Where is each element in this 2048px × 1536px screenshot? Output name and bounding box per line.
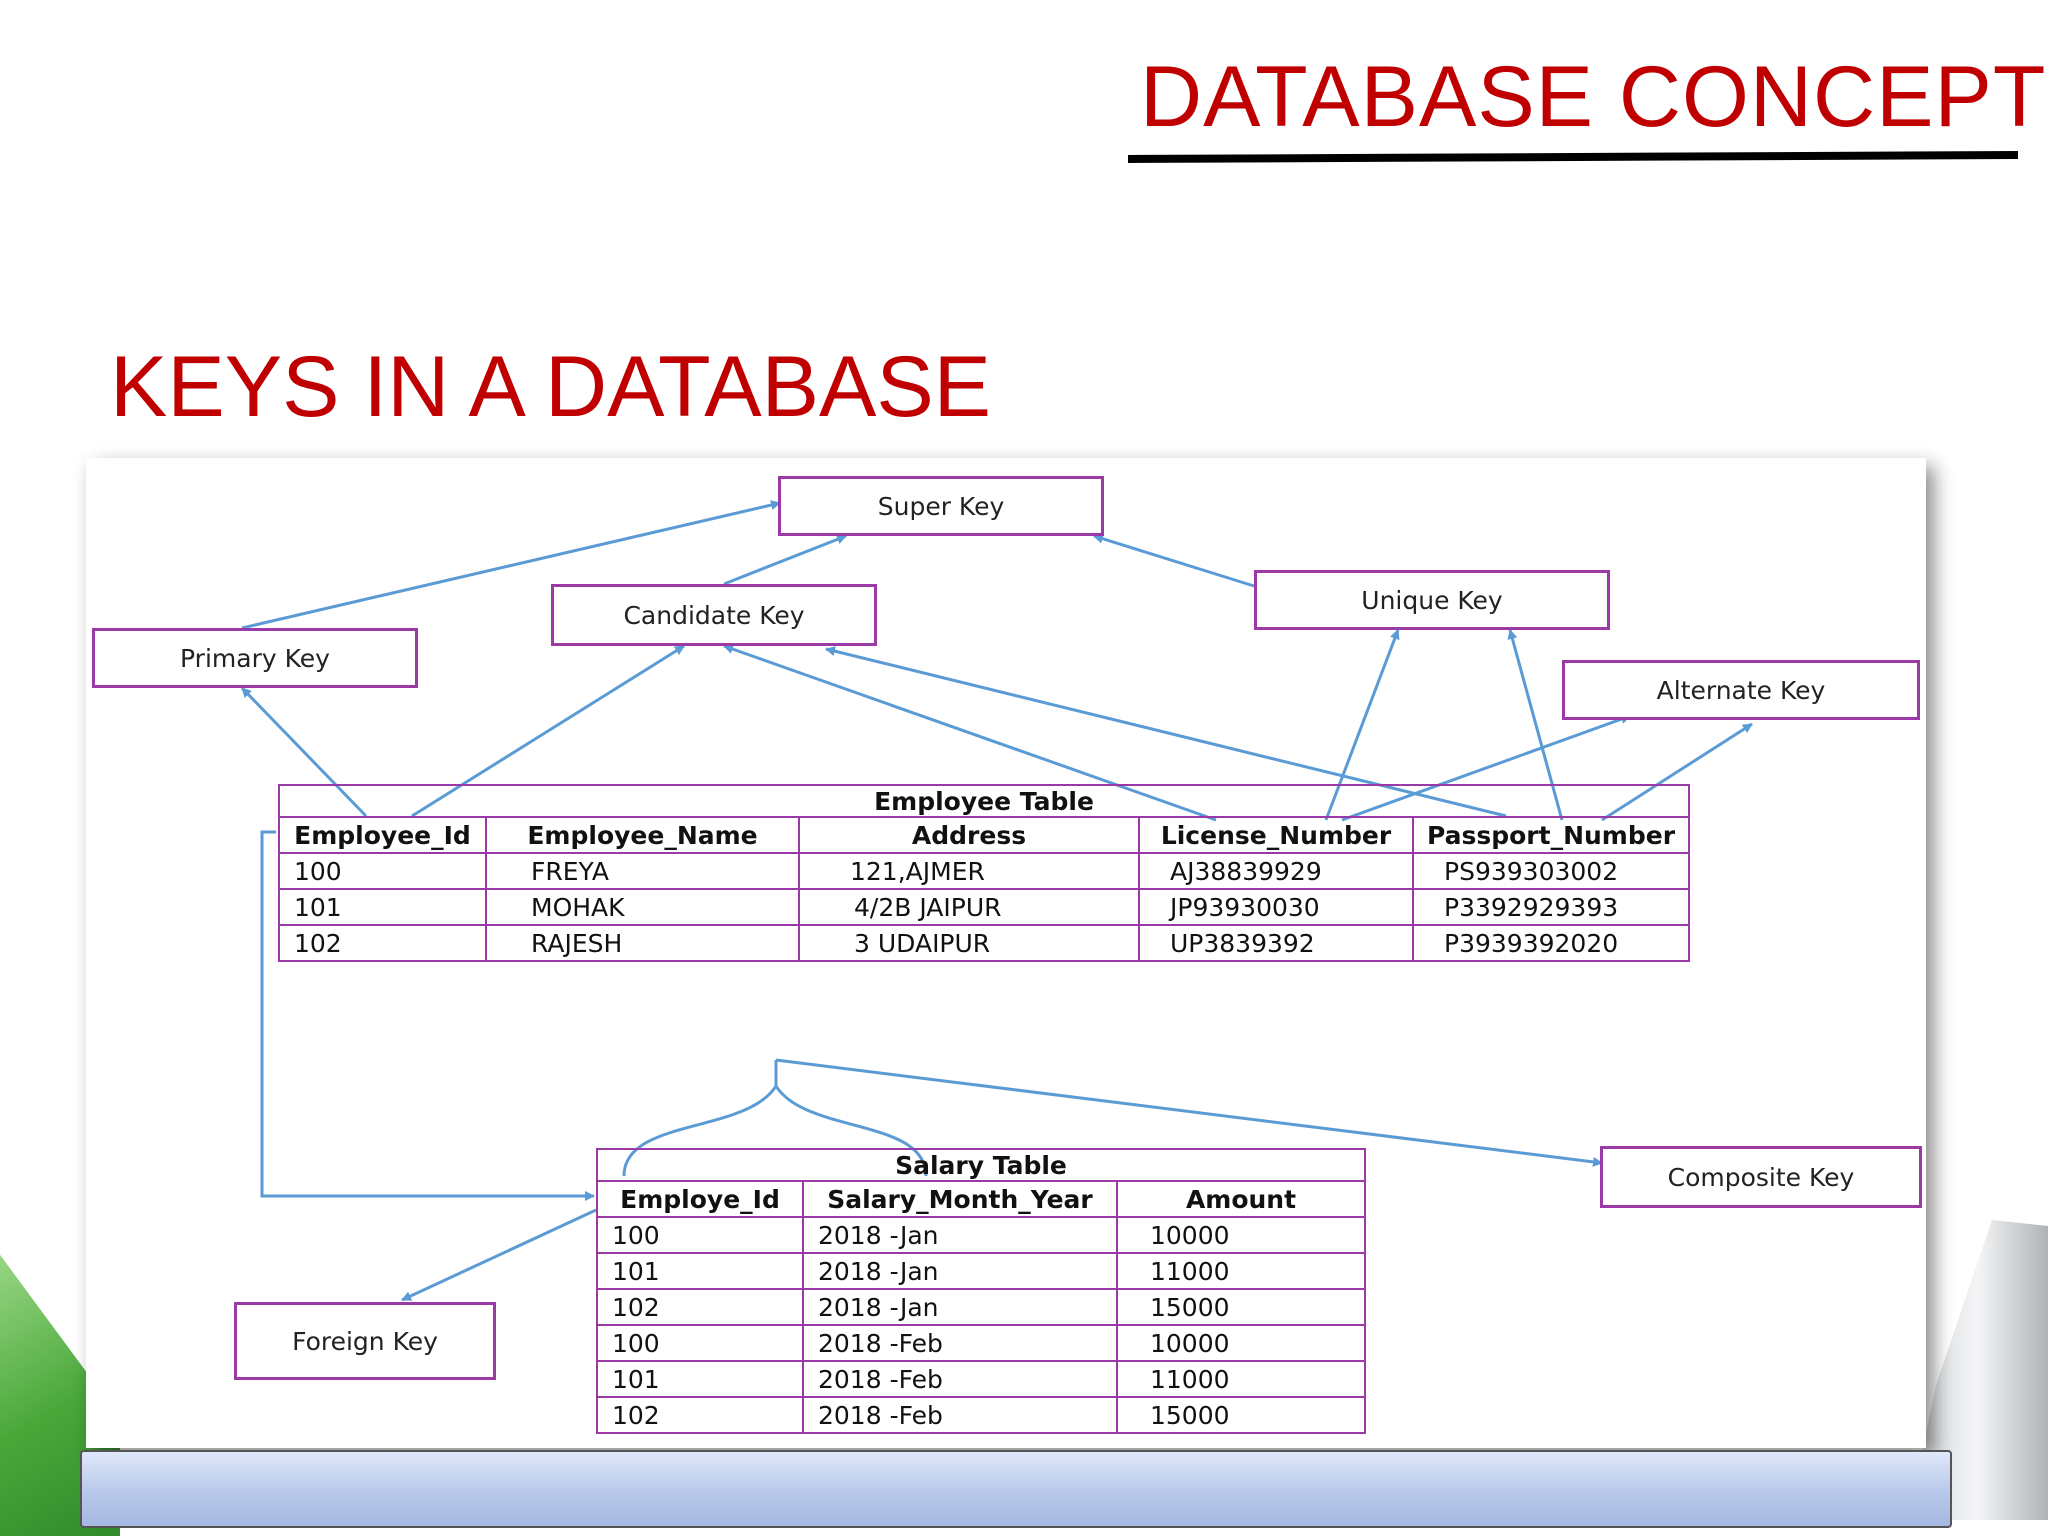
table-cell: AJ38839929 bbox=[1138, 852, 1414, 890]
table-cell: 102 bbox=[278, 924, 487, 962]
arrow-brace-to-composite bbox=[775, 1058, 1603, 1167]
table-cell: 11000 bbox=[1116, 1252, 1366, 1290]
table-cell: JP93930030 bbox=[1138, 888, 1414, 926]
table-row: 100 FREYA 121,AJMER AJ38839929 PS9393030… bbox=[278, 852, 1691, 890]
employee-table-header-row: Employee_Id Employee_Name Address Licens… bbox=[278, 816, 1691, 854]
header-underline bbox=[1128, 151, 2018, 163]
table-cell: FREYA bbox=[485, 852, 800, 890]
unique-key-box: Unique Key bbox=[1254, 570, 1610, 630]
table-cell: 101 bbox=[596, 1360, 804, 1398]
table-cell: RAJESH bbox=[485, 924, 800, 962]
arrow-salary-to-foreign bbox=[401, 1208, 597, 1302]
primary-key-box: Primary Key bbox=[92, 628, 418, 688]
table-cell: 100 bbox=[596, 1216, 804, 1254]
table-cell: 3 UDAIPUR bbox=[798, 924, 1140, 962]
table-cell: 10000 bbox=[1116, 1324, 1366, 1362]
composite-key-box: Composite Key bbox=[1600, 1146, 1922, 1208]
slide-title: KEYS IN A DATABASE bbox=[110, 339, 992, 435]
table-cell: 2018 -Feb bbox=[802, 1324, 1118, 1362]
super-key-box: Super Key bbox=[778, 476, 1104, 536]
header-address: Address bbox=[798, 816, 1140, 854]
header-title: DATABASE CONCEPTS bbox=[1140, 49, 2048, 145]
table-cell: 101 bbox=[596, 1252, 804, 1290]
table-cell: 11000 bbox=[1116, 1360, 1366, 1398]
header-employee-id: Employee_Id bbox=[278, 816, 487, 854]
table-row: 102 RAJESH 3 UDAIPUR UP3839392 P39393920… bbox=[278, 924, 1691, 962]
table-cell: 101 bbox=[278, 888, 487, 926]
table-cell: PS939303002 bbox=[1411, 852, 1691, 890]
salary-table: Salary Table Employe_Id Salary_Month_Yea… bbox=[596, 1148, 1366, 1434]
header-employe-id: Employe_Id bbox=[596, 1180, 804, 1218]
arrow-candidate-to-super bbox=[723, 534, 847, 586]
table-row: 101 MOHAK 4/2B JAIPUR JP93930030 P339292… bbox=[278, 888, 1691, 926]
salary-table-caption: Salary Table bbox=[596, 1148, 1366, 1182]
header-license-number: License_Number bbox=[1138, 816, 1414, 854]
arrow-empid-to-salary bbox=[260, 830, 595, 1201]
table-cell: 121,AJMER bbox=[798, 852, 1140, 890]
employee-table: Employee Table Employee_Id Employee_Name… bbox=[277, 784, 1691, 962]
bottom-scroll-banner bbox=[80, 1450, 1952, 1528]
alternate-key-box: Alternate Key bbox=[1562, 660, 1920, 720]
candidate-key-box: Candidate Key bbox=[551, 584, 877, 646]
table-cell: MOHAK bbox=[485, 888, 800, 926]
table-cell: 2018 -Jan bbox=[802, 1252, 1118, 1290]
arrow-primary-to-super bbox=[241, 500, 781, 630]
header-passport-number: Passport_Number bbox=[1411, 816, 1691, 854]
table-cell: 2018 -Jan bbox=[802, 1216, 1118, 1254]
table-cell: P3939392020 bbox=[1411, 924, 1691, 962]
table-cell: 2018 -Feb bbox=[802, 1396, 1118, 1434]
salary-table-header-row: Employe_Id Salary_Month_Year Amount bbox=[596, 1180, 1366, 1218]
table-cell: 100 bbox=[278, 852, 487, 890]
table-cell: UP3839392 bbox=[1138, 924, 1414, 962]
table-cell: 102 bbox=[596, 1396, 804, 1434]
table-cell: 2018 -Jan bbox=[802, 1288, 1118, 1326]
header-salary-month-year: Salary_Month_Year bbox=[802, 1180, 1118, 1218]
table-cell: 15000 bbox=[1116, 1288, 1366, 1326]
keys-diagram: Super Key Candidate Key Unique Key Prima… bbox=[86, 458, 1926, 1448]
table-cell: 2018 -Feb bbox=[802, 1360, 1118, 1398]
arrow-unique-to-super bbox=[1093, 533, 1255, 588]
table-cell: 102 bbox=[596, 1288, 804, 1326]
foreign-key-box: Foreign Key bbox=[234, 1302, 496, 1380]
header-employee-name: Employee_Name bbox=[485, 816, 800, 854]
table-cell: 15000 bbox=[1116, 1396, 1366, 1434]
employee-table-caption: Employee Table bbox=[277, 784, 1691, 818]
header-amount: Amount bbox=[1116, 1180, 1366, 1218]
table-cell: 4/2B JAIPUR bbox=[798, 888, 1140, 926]
table-cell: P3392929393 bbox=[1411, 888, 1691, 926]
table-cell: 100 bbox=[596, 1324, 804, 1362]
table-cell: 10000 bbox=[1116, 1216, 1366, 1254]
